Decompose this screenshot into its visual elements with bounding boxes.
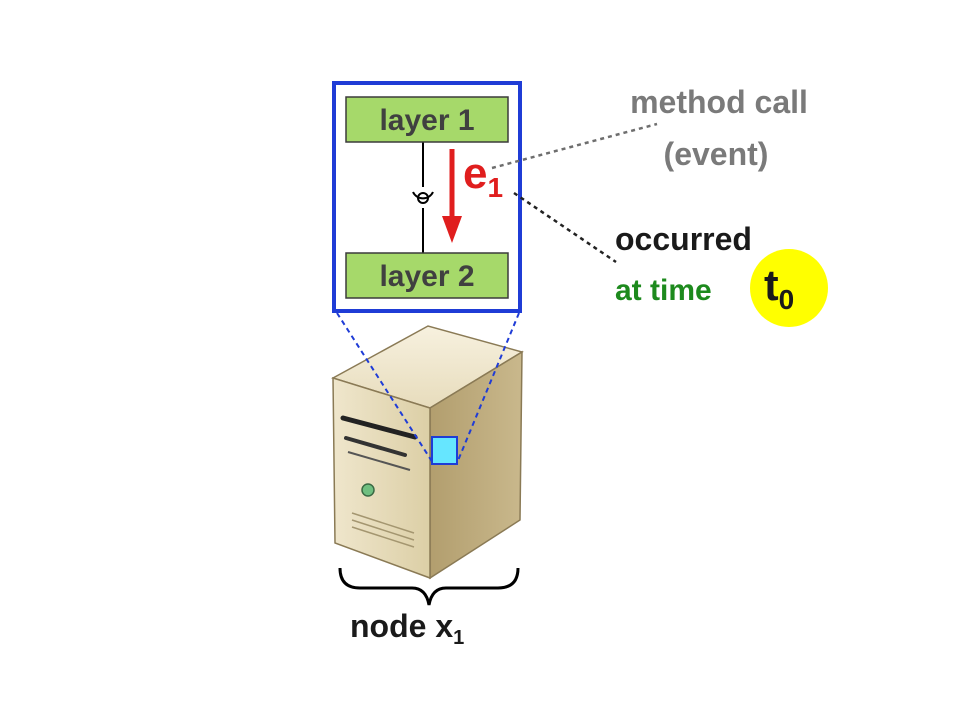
server-tower-icon <box>331 325 524 580</box>
time-badge <box>750 249 828 327</box>
layer-2-label: layer 2 <box>379 260 474 293</box>
node-brace <box>338 567 520 606</box>
occurred-callout-line <box>513 191 617 264</box>
zoom-line-left <box>336 312 434 464</box>
interface-socket-icon <box>412 191 434 204</box>
event-symbol: e <box>463 149 487 198</box>
event-subscript: 1 <box>487 172 503 203</box>
node-label: node x1 <box>350 608 464 649</box>
method-call-callout-line <box>491 122 658 170</box>
node-subscript: 1 <box>453 627 464 649</box>
event-caption-label: (event) <box>664 136 769 172</box>
layer-2-box <box>345 252 509 299</box>
component-chip <box>431 436 458 465</box>
time-subscript: 0 <box>779 284 795 315</box>
occurred-label: occurred <box>615 221 752 257</box>
server-drive-slot-2 <box>344 436 407 457</box>
server-vents <box>351 512 415 548</box>
power-button-icon <box>361 483 375 497</box>
time-symbol: t <box>764 261 779 310</box>
layer-1-label: layer 1 <box>379 104 474 137</box>
zoom-line-right <box>456 312 520 464</box>
server-drive-slot <box>340 415 418 440</box>
layer-1-box <box>345 96 509 143</box>
method-call-label: method call <box>630 84 808 120</box>
server-front-face <box>332 376 431 580</box>
event-arrow-head-icon <box>442 216 462 243</box>
zoom-frame <box>332 81 522 313</box>
node-label-text: node x <box>350 608 453 644</box>
event-label: e1 <box>463 149 503 203</box>
time-label: t0 <box>764 261 794 315</box>
at-time-label: at time <box>615 274 712 307</box>
server-drive-slot-3 <box>347 451 411 471</box>
